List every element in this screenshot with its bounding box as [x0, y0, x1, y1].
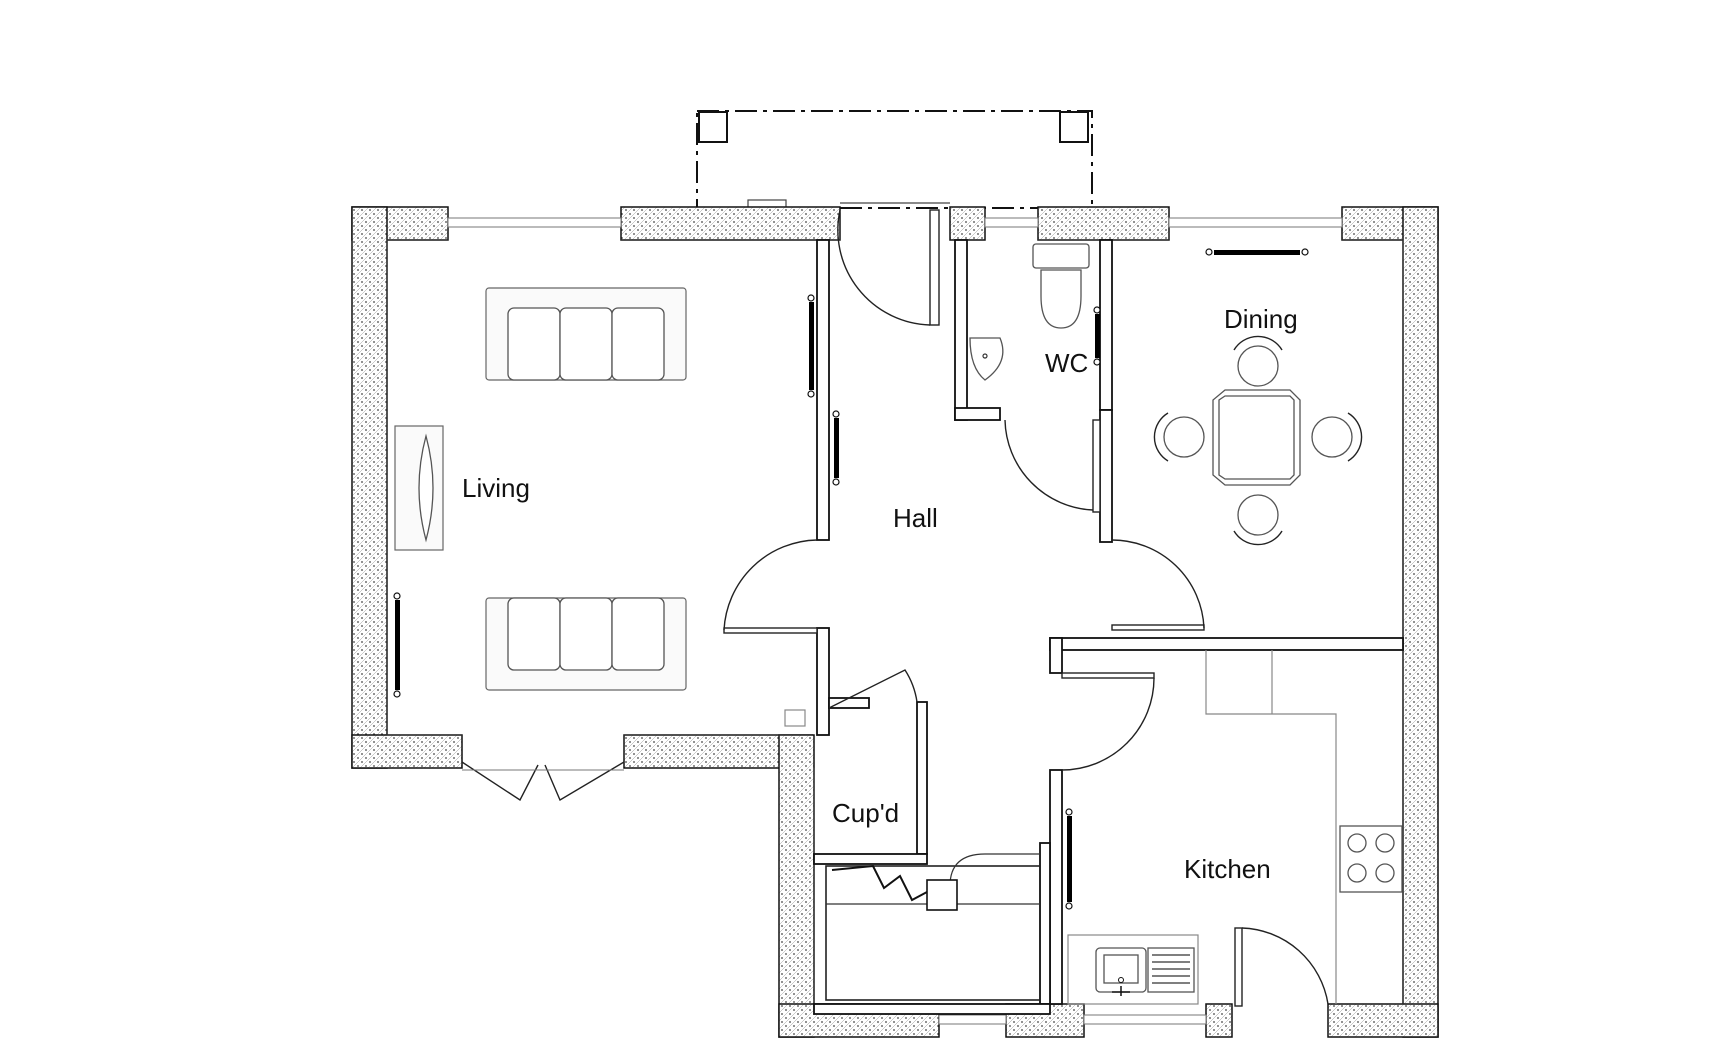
room-label-living: Living [462, 473, 530, 503]
dining-furniture [1153, 335, 1363, 546]
internal-walls [813, 239, 1404, 1015]
living-furniture [394, 287, 806, 727]
porch-canopy [696, 110, 1093, 211]
room-label-dining: Dining [1224, 304, 1298, 334]
room-labels: Living Hall WC Dining Cup'd Kitchen [462, 304, 1298, 884]
wc-fixtures [969, 243, 1090, 381]
windows [447, 217, 1343, 1025]
room-label-hall: Hall [893, 503, 938, 533]
room-label-kitchen: Kitchen [1184, 854, 1271, 884]
front-door [837, 202, 950, 326]
radiators [393, 248, 1309, 910]
internal-doors [461, 419, 1329, 1007]
external-walls [351, 206, 1439, 1038]
room-label-wc: WC [1045, 348, 1088, 378]
kitchen-units [1067, 650, 1403, 1005]
room-label-cupboard: Cup'd [832, 798, 899, 828]
